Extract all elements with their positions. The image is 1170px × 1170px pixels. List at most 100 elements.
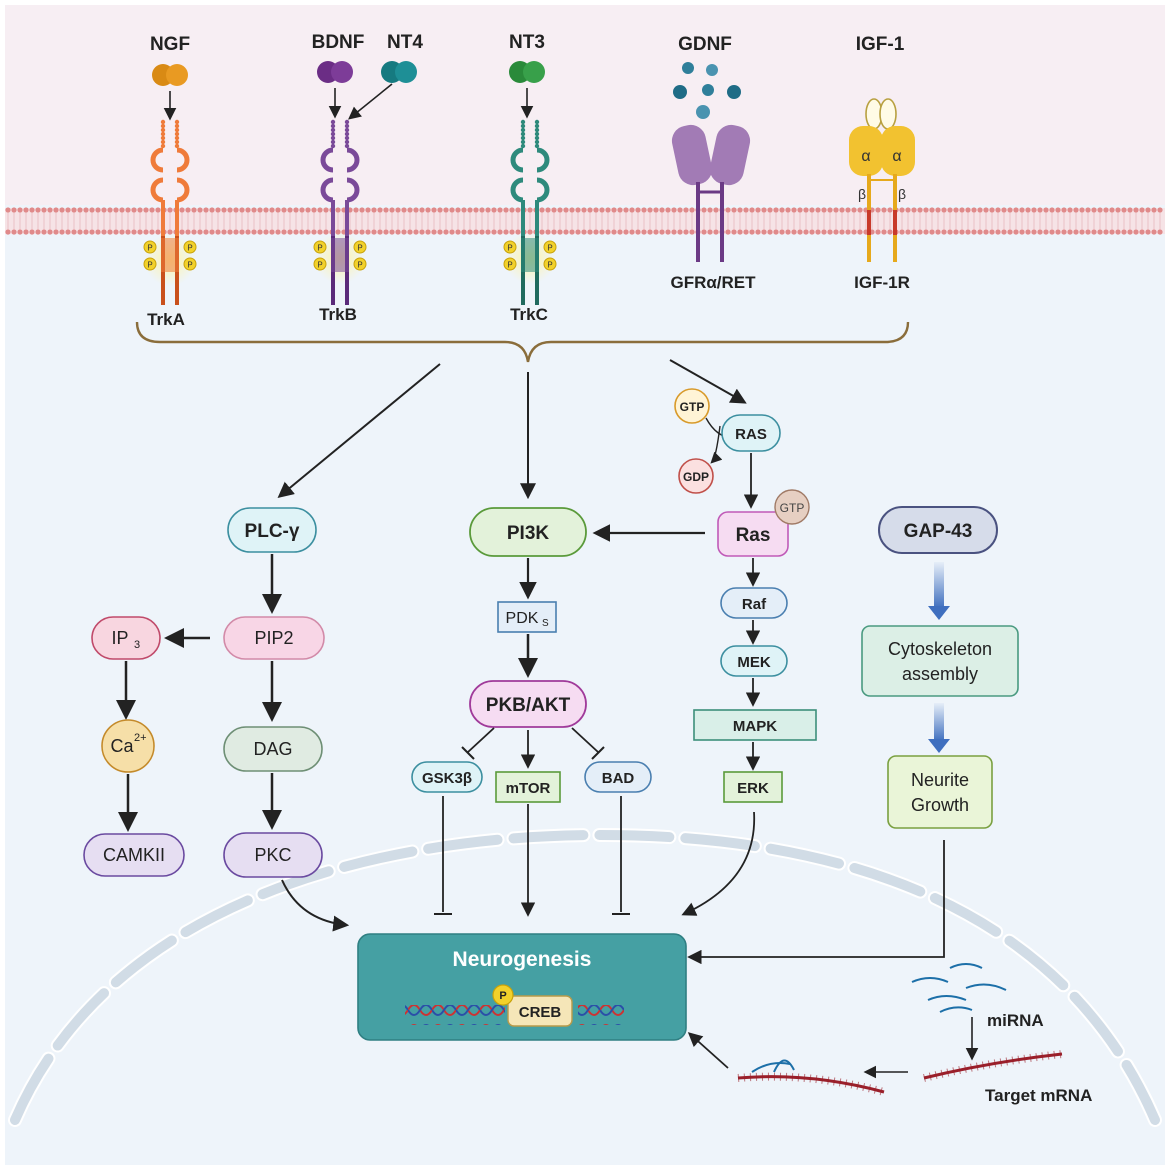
pkc-node: PKC xyxy=(223,832,323,878)
svg-text:PKB/AKT: PKB/AKT xyxy=(486,695,571,716)
target-mrna-label: Target mRNA xyxy=(985,1086,1092,1105)
svg-text:ERK: ERK xyxy=(737,780,769,797)
svg-text:2+: 2+ xyxy=(134,732,147,744)
svg-text:PKC: PKC xyxy=(254,845,291,865)
svg-text:P: P xyxy=(317,244,322,253)
svg-text:P: P xyxy=(507,261,512,270)
svg-text:mTOR: mTOR xyxy=(506,780,551,797)
svg-text:GTP: GTP xyxy=(680,400,705,414)
target-mrna-icon xyxy=(923,1050,1063,1082)
igf1r-label: IGF-1R xyxy=(854,273,910,292)
mapk-node: MAPK xyxy=(693,709,817,741)
pip2-node: PIP2 xyxy=(223,616,325,660)
mirna-icon xyxy=(911,963,1007,1013)
nt3-label: NT3 xyxy=(509,32,545,53)
gap43-node: GAP-43 xyxy=(878,506,998,554)
ip3-node: IP 3 xyxy=(91,616,161,660)
svg-text:P: P xyxy=(357,244,362,253)
svg-text:P: P xyxy=(147,244,152,253)
igf1-label: IGF-1 xyxy=(856,34,905,55)
svg-text:IP: IP xyxy=(111,628,128,648)
svg-text:3: 3 xyxy=(134,639,140,651)
igf1r-beta-left: β xyxy=(858,186,866,202)
svg-text:Ca: Ca xyxy=(110,736,134,756)
svg-text:MEK: MEK xyxy=(737,654,771,671)
gdp-node: GDP xyxy=(678,458,714,494)
svg-text:PLC-γ: PLC-γ xyxy=(245,521,300,542)
svg-text:PI3K: PI3K xyxy=(507,523,550,544)
svg-text:P: P xyxy=(317,261,322,270)
svg-text:Cytoskeleton: Cytoskeleton xyxy=(888,639,992,659)
gdnf-ligand xyxy=(673,62,741,119)
ras-inactive-node: RAS xyxy=(721,414,781,452)
svg-text:Ras: Ras xyxy=(736,525,771,546)
neurogenesis-box: Neurogenesis CREB P xyxy=(357,933,687,1041)
bad-node: BAD xyxy=(584,761,652,793)
nt3-ligand xyxy=(509,61,545,83)
igf1r-receptor xyxy=(849,98,915,262)
trkc-label: TrkC xyxy=(510,305,548,324)
gtp-node: GTP xyxy=(674,388,710,424)
igf1r-alpha-left: α xyxy=(861,148,870,165)
svg-text:assembly: assembly xyxy=(902,664,978,684)
svg-text:P: P xyxy=(547,261,552,270)
nt4-label: NT4 xyxy=(387,32,423,53)
trka-label: TrkA xyxy=(147,310,185,329)
svg-text:DAG: DAG xyxy=(253,739,292,759)
svg-text:P: P xyxy=(507,244,512,253)
dna-helix xyxy=(405,1005,624,1025)
svg-text:GAP-43: GAP-43 xyxy=(904,521,973,542)
svg-text:BAD: BAD xyxy=(602,770,635,787)
receptor-bracket xyxy=(135,321,910,363)
neurogenesis-title: Neurogenesis xyxy=(453,948,592,971)
gfra-ret-receptor xyxy=(671,124,751,262)
plc-gamma-node: PLC-γ xyxy=(227,507,317,553)
raf-node: Raf xyxy=(720,587,788,619)
svg-text:S: S xyxy=(542,618,549,629)
svg-text:P: P xyxy=(187,244,192,253)
creb-label: CREB xyxy=(519,1004,562,1021)
svg-text:P: P xyxy=(499,990,506,1002)
svg-text:GTP: GTP xyxy=(780,501,805,515)
pkb-akt-node: PKB/AKT xyxy=(469,680,587,728)
igf1r-beta-right: β xyxy=(898,186,906,202)
svg-text:Raf: Raf xyxy=(742,596,767,613)
mek-node: MEK xyxy=(720,645,788,677)
svg-text:P: P xyxy=(187,261,192,270)
extracellular-space xyxy=(5,5,1165,205)
svg-text:Neurite: Neurite xyxy=(911,770,969,790)
gfra-ret-label: GFRα/RET xyxy=(670,273,756,292)
ngf-label: NGF xyxy=(150,34,190,55)
bdnf-label: BDNF xyxy=(312,32,365,53)
svg-text:P: P xyxy=(547,244,552,253)
dag-node: DAG xyxy=(223,726,323,772)
pdks-node: PDK S xyxy=(497,601,557,633)
neurite-growth-node: Neurite Growth xyxy=(887,755,993,829)
ras-active-node: Ras GTP xyxy=(717,489,810,557)
cytoskeleton-node: Cytoskeleton assembly xyxy=(861,625,1019,697)
svg-text:GSK3β: GSK3β xyxy=(422,770,472,787)
erk-node: ERK xyxy=(723,771,783,803)
mirna-label: miRNA xyxy=(987,1011,1044,1030)
pi3k-node: PI3K xyxy=(469,507,587,557)
svg-text:P: P xyxy=(357,261,362,270)
gsk3b-node: GSK3β xyxy=(411,761,483,793)
ngf-ligand xyxy=(152,64,188,86)
mtor-node: mTOR xyxy=(495,771,561,803)
svg-text:PDK: PDK xyxy=(506,610,539,627)
svg-text:Growth: Growth xyxy=(911,795,969,815)
camkii-node: CAMKII xyxy=(83,833,185,877)
trkb-label: TrkB xyxy=(319,305,357,324)
calcium-node: Ca 2+ xyxy=(101,719,155,773)
svg-text:MAPK: MAPK xyxy=(733,718,777,735)
svg-text:GDP: GDP xyxy=(683,470,709,484)
gdnf-label: GDNF xyxy=(678,34,732,55)
svg-text:CAMKII: CAMKII xyxy=(103,845,165,865)
svg-text:P: P xyxy=(147,261,152,270)
igf1r-alpha-right: α xyxy=(892,148,901,165)
svg-text:PIP2: PIP2 xyxy=(254,628,293,648)
